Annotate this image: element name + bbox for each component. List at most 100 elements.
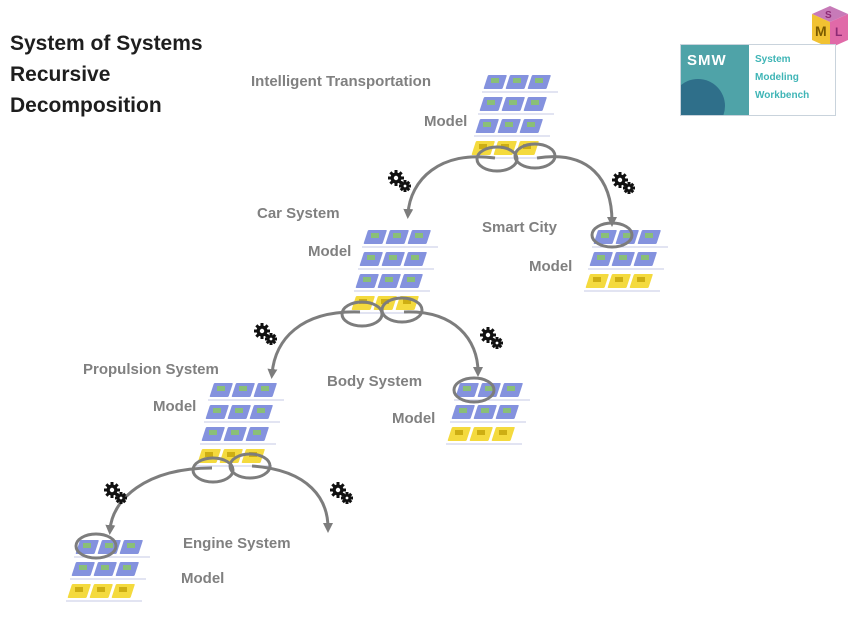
model-panel-detail — [645, 233, 653, 238]
model-panel-detail — [535, 78, 543, 83]
model-label-body-system: Model — [392, 410, 436, 427]
model-panel-detail — [477, 430, 485, 435]
node-label-smart-city: Smart City — [482, 219, 558, 236]
model-panel-detail — [619, 255, 627, 260]
model-panel-detail — [239, 386, 247, 391]
model-panel-detail — [393, 233, 401, 238]
model-panel-detail — [479, 144, 487, 149]
title-line-1: System of Systems — [10, 32, 203, 55]
cube-letter-m: M — [815, 23, 827, 39]
node-label-engine-system: Engine System — [183, 535, 291, 552]
model-thumbnail-engine-system — [66, 540, 150, 602]
model-panel-detail — [261, 386, 269, 391]
model-panel-detail — [463, 386, 471, 391]
model-panel-detail — [389, 255, 397, 260]
smw-logo-words: System Modeling Workbench — [755, 51, 809, 105]
model-panel-detail — [601, 233, 609, 238]
gear-hole — [119, 496, 123, 500]
model-panel-detail — [371, 233, 379, 238]
gear-hole — [393, 175, 399, 181]
logo-word-system: System — [755, 54, 791, 65]
model-panel-detail — [123, 565, 131, 570]
arrow-to-engine-system — [105, 466, 213, 535]
cube-letter-s: S — [825, 10, 832, 21]
model-panel-detail — [459, 408, 467, 413]
title-line-3: Decomposition — [10, 94, 162, 117]
model-panel-detail — [487, 100, 495, 105]
gear-hole — [109, 487, 115, 493]
gears-icon-engine-system-large — [104, 482, 120, 498]
arrow-to-propulsion-system — [267, 310, 361, 379]
model-panel-detail — [79, 565, 87, 570]
model-label-engine-system: Model — [181, 570, 225, 587]
model-thumbnail-car-system — [350, 230, 438, 314]
model-label-propulsion-system: Model — [153, 398, 197, 415]
node-label-body-system: Body System — [327, 373, 423, 390]
gear-hole — [485, 332, 491, 338]
model-panel-detail — [97, 587, 105, 592]
model-panel-detail — [641, 255, 649, 260]
arrow-to-sibling-system — [251, 464, 333, 533]
model-panel-detail — [257, 408, 265, 413]
gear-hole — [403, 184, 407, 188]
gears-icon-smart-city-large — [612, 172, 628, 188]
model-panel-detail — [623, 233, 631, 238]
model-panel-detail — [483, 122, 491, 127]
model-panel-detail — [101, 565, 109, 570]
model-panel-detail — [531, 100, 539, 105]
model-panel-detail — [367, 255, 375, 260]
smw-abbr: SMW — [687, 52, 727, 69]
model-panel-detail — [407, 277, 415, 282]
model-panel-detail — [213, 408, 221, 413]
model-panel-detail — [75, 587, 83, 592]
model-label-smart-city: Model — [529, 258, 573, 275]
gear-hole — [345, 496, 349, 500]
model-panel-detail — [385, 277, 393, 282]
model-panel-detail — [127, 543, 135, 548]
model-panel-detail — [363, 277, 371, 282]
gears-icon-car-system-small — [399, 180, 411, 192]
model-panel-detail — [381, 299, 389, 304]
model-panel-detail — [503, 408, 511, 413]
slide-title: System of Systems Recursive Decompositio… — [10, 28, 203, 121]
gears-icon-sibling-system-small — [341, 492, 353, 504]
title-line-2: Recursive — [10, 63, 111, 86]
node-label-car-system: Car System — [257, 205, 340, 222]
gear-hole — [335, 487, 341, 493]
model-panel-detail — [209, 430, 217, 435]
model-panel-detail — [637, 277, 645, 282]
arrow-to-car-system — [403, 155, 496, 219]
gears-icon-engine-system-small — [115, 492, 127, 504]
gears-icon-propulsion-system-large — [254, 323, 270, 339]
model-panel-detail — [253, 430, 261, 435]
model-panel-detail — [415, 233, 423, 238]
model-thumbnail-body-system — [446, 383, 530, 445]
sysml-cube-logo: S M L — [812, 6, 848, 48]
gears-icon-propulsion-system-small — [265, 333, 277, 345]
model-panel-detail — [119, 587, 127, 592]
model-label-car-system: Model — [308, 243, 352, 260]
arrow-to-body-system — [403, 310, 483, 377]
model-thumbnail-intelligent-transportation — [470, 75, 558, 159]
model-panel-detail — [205, 452, 213, 457]
model-panel-detail — [455, 430, 463, 435]
model-panel-detail — [227, 452, 235, 457]
selection-ellipse-engine-system — [74, 532, 118, 560]
model-panel-detail — [217, 386, 225, 391]
gear-hole — [259, 328, 265, 334]
gear-hole — [627, 186, 631, 190]
model-panel-detail — [507, 386, 515, 391]
model-panel-detail — [509, 100, 517, 105]
gears-icon-smart-city-small — [623, 182, 635, 194]
model-panel-detail — [597, 255, 605, 260]
gear-hole — [617, 177, 623, 183]
logo-word-modeling: Modeling — [755, 72, 799, 83]
model-panel-detail — [235, 408, 243, 413]
gear-hole — [269, 337, 273, 341]
node-label-intelligent-transportation: Intelligent Transportation — [251, 73, 432, 90]
model-panel-detail — [231, 430, 239, 435]
model-panel-detail — [505, 122, 513, 127]
model-panel-detail — [403, 299, 411, 304]
model-thumbnail-propulsion-system — [196, 383, 284, 467]
